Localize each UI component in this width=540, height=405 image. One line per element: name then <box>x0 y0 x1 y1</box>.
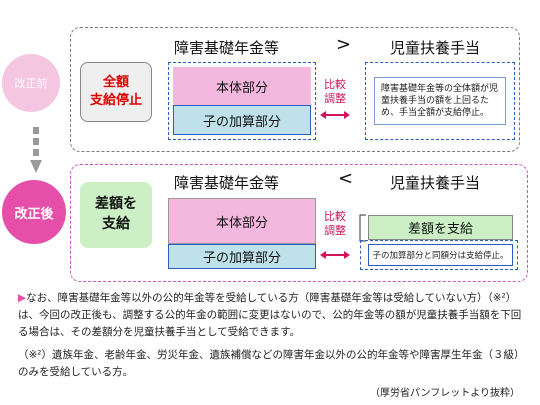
before-adjust-line1: 比較 <box>324 78 346 91</box>
before-child-frame: 障害基礎年金等の全体額が児童扶養手当の額を上回るため、手当全額が支給停止。 <box>365 62 515 140</box>
before-pension-frame <box>168 62 316 140</box>
before-main-part: 本体部分 <box>173 67 311 105</box>
after-adjust-line2: 調整 <box>324 223 346 237</box>
after-status-line2: 支給 <box>102 216 130 232</box>
after-badge: 改正後 <box>2 180 66 244</box>
after-comparison-sign: < <box>338 168 354 189</box>
after-panel <box>70 164 528 282</box>
before-adjust-label: 比較 調整 <box>323 78 347 106</box>
before-double-arrow-icon <box>320 111 350 119</box>
transition-arrow-icon <box>30 127 42 173</box>
after-main-part: 本体部分 <box>168 198 316 244</box>
before-adjust-line2: 調整 <box>324 91 346 105</box>
after-double-arrow-icon <box>320 251 350 259</box>
after-child-frame <box>360 240 518 270</box>
before-status-box: 全額 支給停止 <box>80 62 152 122</box>
after-adjust-label: 比較 調整 <box>323 210 347 238</box>
before-status-line1: 全額 <box>102 75 129 91</box>
after-child-note: 子の加算部分と同額分は支給停止。 <box>368 244 513 266</box>
main-note-text: なお、障害基礎年金等以外の公的年金等を受給している方（障害基礎年金等は受給してい… <box>18 292 522 338</box>
after-status-line1: 差額を <box>95 196 137 213</box>
before-comparison-sign: > <box>336 34 352 55</box>
after-child-addition: 子の加算部分 <box>168 244 316 269</box>
after-child-header: 児童扶養手当 <box>390 174 481 192</box>
before-child-addition: 子の加算部分 <box>173 105 311 135</box>
before-status-line2: 支給停止 <box>89 93 142 108</box>
after-pension-header: 障害基礎年金等 <box>174 174 280 192</box>
before-pension-header: 障害基礎年金等 <box>174 39 280 57</box>
difference-paid-box: 差額を支給 <box>368 215 513 240</box>
before-child-header: 児童扶養手当 <box>390 39 481 57</box>
note-marker-icon: ▶ <box>18 292 27 304</box>
main-note: ▶なお、障害基礎年金等以外の公的年金等を受給している方（障害基礎年金等は受給して… <box>18 290 528 340</box>
footnote: （※²）遺族年金、老齢年金、労災年金、遺族補償などの障害年金以外の公的年金等や障… <box>18 349 525 378</box>
source-credit: （厚労省パンフレットより抜粋） <box>370 388 520 399</box>
before-child-note: 障害基礎年金等の全体額が児童扶養手当の額を上回るため、手当全額が支給停止。 <box>374 76 506 126</box>
after-bracket-icon <box>359 214 366 242</box>
before-badge: 改正前 <box>2 54 60 112</box>
before-panel <box>70 27 520 152</box>
after-adjust-line1: 比較 <box>324 210 346 223</box>
after-status-box: 差額を 支給 <box>80 182 152 248</box>
